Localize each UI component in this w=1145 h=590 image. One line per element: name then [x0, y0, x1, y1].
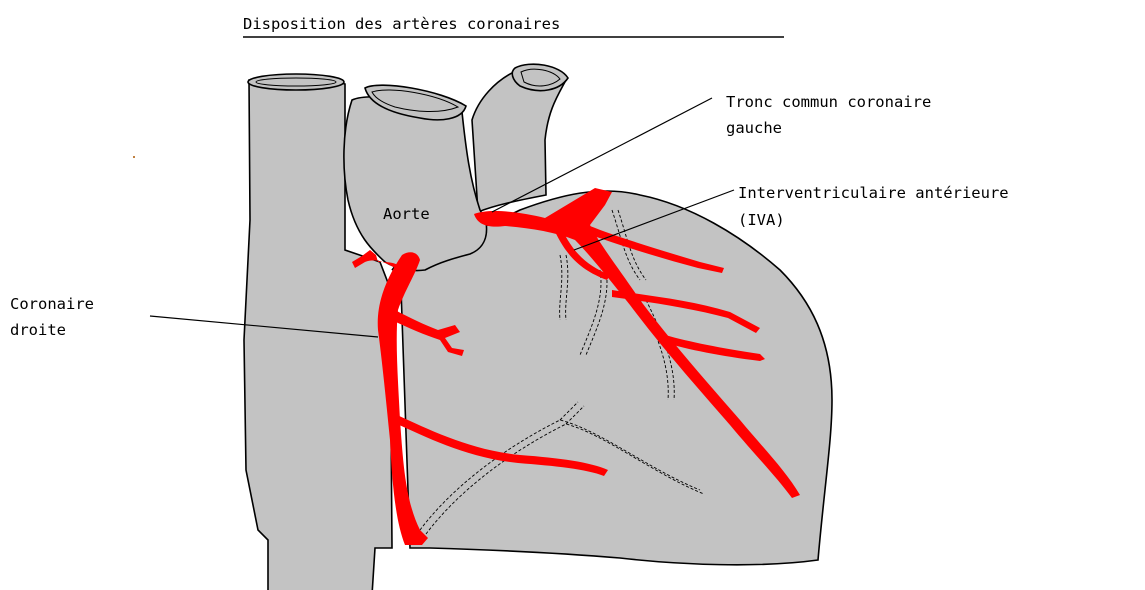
pulmonary-artery-opening	[512, 64, 568, 90]
label-droite-line2: droite	[10, 321, 66, 339]
label-iva-line2: (IVA)	[738, 211, 785, 229]
label-tronc-line1: Tronc commun coronaire	[726, 93, 931, 111]
aorta	[344, 97, 487, 271]
label-aorte: Aorte	[383, 205, 430, 223]
label-iva-line1: Interventriculaire antérieure	[738, 184, 1009, 202]
stray-dot	[133, 156, 135, 158]
diagram-title: Disposition des artères coronaires	[243, 15, 560, 33]
vena-cava-opening	[248, 74, 344, 90]
pulmonary-artery	[472, 70, 566, 212]
label-tronc-line2: gauche	[726, 119, 782, 137]
label-droite-line1: Coronaire	[10, 295, 94, 313]
